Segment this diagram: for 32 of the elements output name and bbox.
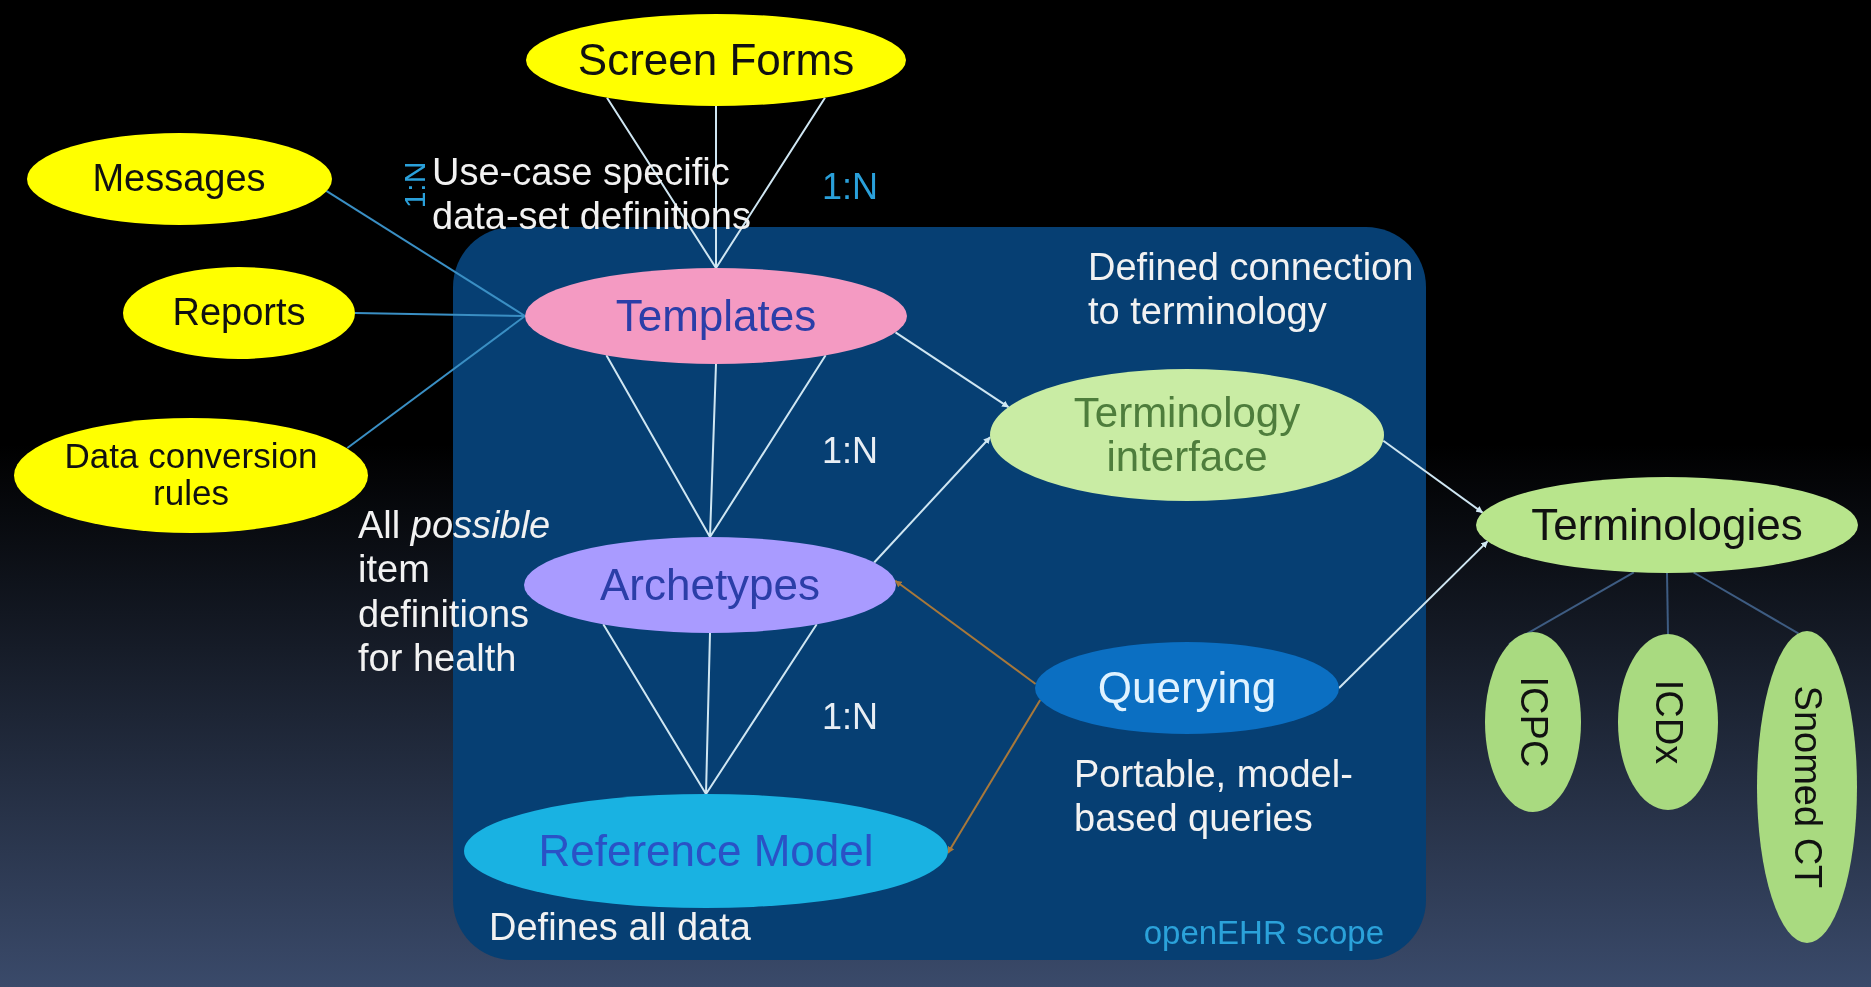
arrow <box>1338 540 1489 689</box>
fan-connector <box>605 354 827 538</box>
arrow <box>946 698 1042 854</box>
connector-line <box>1692 571 1800 635</box>
standard-ellipse: ICPC <box>1485 632 1581 812</box>
message-ellipse: Messages <box>26 133 332 225</box>
edge-label: 1:N <box>398 161 433 209</box>
form-ellipse: Screen Forms <box>526 14 906 106</box>
arrow <box>873 436 992 564</box>
arrow <box>894 331 1010 409</box>
template-ellipse: Templates <box>525 268 907 364</box>
report-ellipse: Reports <box>123 267 355 359</box>
connector-line <box>354 312 526 317</box>
model-ellipse: Reference Model <box>464 794 948 908</box>
scope-label: openEHR scope <box>1143 914 1384 952</box>
interface-ellipse: Terminology interface <box>990 369 1384 501</box>
arrow <box>894 579 1037 685</box>
data-note: Defines all data <box>489 905 752 950</box>
standard-ellipse: ICDx <box>1618 634 1718 810</box>
connector-line <box>325 189 526 317</box>
terminology-ellipse: Terminologies <box>1476 477 1858 573</box>
connector-line <box>1666 572 1669 635</box>
edge-label: 1:N <box>822 696 879 738</box>
query-ellipse: Querying <box>1035 642 1339 734</box>
edge-label: 1:N <box>822 430 879 472</box>
fan-connector <box>602 623 818 795</box>
arrow <box>1382 439 1484 514</box>
standard-ellipse: Snomed CT <box>1757 631 1857 943</box>
query-note: Portable, model-based queries <box>1074 752 1354 841</box>
edge-label: 1:N <box>822 166 879 208</box>
connector-line <box>346 315 526 449</box>
connection-note: Defined connection to terminology <box>1088 245 1415 334</box>
